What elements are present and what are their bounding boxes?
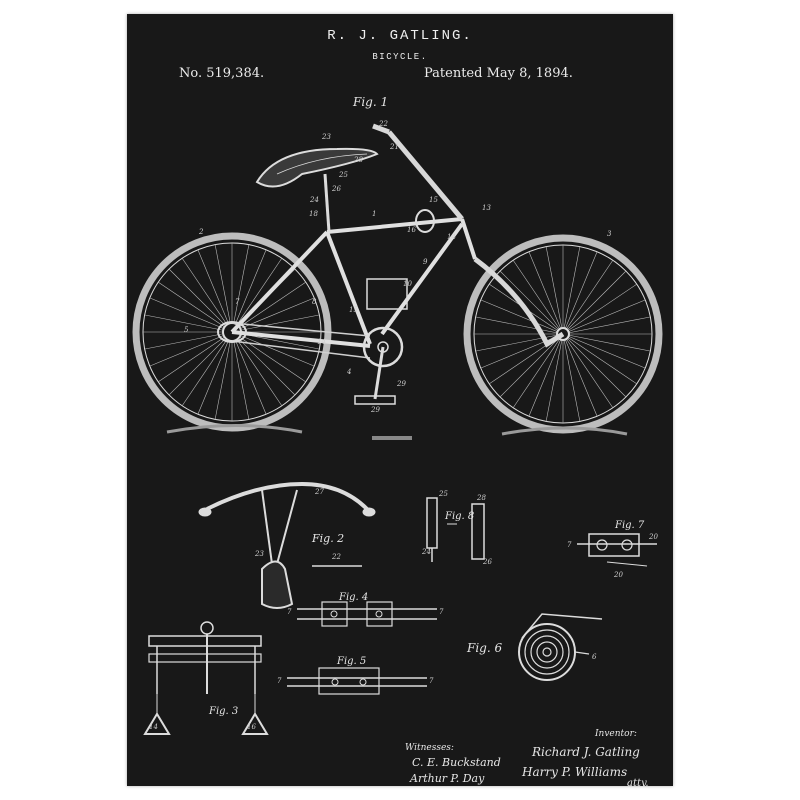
fig8-drawing xyxy=(426,497,485,562)
inventor-signature: Richard J. Gatling xyxy=(531,745,640,759)
svg-text:14: 14 xyxy=(149,723,158,731)
svg-text:13: 13 xyxy=(482,204,491,212)
svg-text:26: 26 xyxy=(482,558,492,566)
svg-text:20: 20 xyxy=(613,571,623,579)
fig7-label: Fig. 7 xyxy=(614,520,645,531)
bicycle-frame xyxy=(230,217,477,348)
subject-heading: BICYCLE. xyxy=(372,52,428,62)
signature-block: Witnesses: C. E. Buckstand Arthur P. Day… xyxy=(405,729,649,786)
svg-text:18: 18 xyxy=(309,210,318,218)
fig5-drawing xyxy=(287,667,427,695)
svg-text:20: 20 xyxy=(648,533,658,541)
fig5-label: Fig. 5 xyxy=(336,656,366,667)
fig1-reference-numbers: 22 23 21 28 25 26 24 18 1 15 13 16 14 2 … xyxy=(184,120,612,414)
svg-text:2: 2 xyxy=(198,228,204,236)
svg-text:15: 15 xyxy=(349,306,358,314)
svg-text:4: 4 xyxy=(346,368,351,376)
svg-text:7: 7 xyxy=(567,541,572,549)
svg-text:7: 7 xyxy=(429,677,434,685)
svg-text:14: 14 xyxy=(317,338,326,346)
svg-text:23: 23 xyxy=(321,133,331,141)
saddle xyxy=(255,147,379,188)
fig2-drawing xyxy=(198,481,376,609)
patent-number: No. 519,384. xyxy=(179,66,265,81)
witness-1-signature: C. E. Buckstand xyxy=(412,756,501,769)
witnesses-label: Witnesses: xyxy=(405,743,454,753)
fig6-label: Fig. 6 xyxy=(466,641,502,655)
svg-text:25: 25 xyxy=(338,171,348,179)
svg-text:7: 7 xyxy=(277,677,282,685)
svg-text:15: 15 xyxy=(429,196,438,204)
svg-text:5: 5 xyxy=(184,326,189,334)
svg-text:27: 27 xyxy=(314,488,324,496)
svg-text:24: 24 xyxy=(421,548,431,556)
svg-text:7: 7 xyxy=(235,298,240,306)
fig6-drawing xyxy=(518,613,603,681)
svg-text:29: 29 xyxy=(396,380,406,388)
pedal xyxy=(354,395,396,405)
attorney-signature: Harry P. Williams xyxy=(521,765,627,779)
patent-drawing: Fig. 1 xyxy=(132,95,663,786)
svg-text:1: 1 xyxy=(372,210,376,218)
fig1-label: Fig. 1 xyxy=(352,95,388,109)
svg-text:28: 28 xyxy=(476,494,486,502)
patent-poster: R. J. GATLING. BICYCLE. No. 519,384. Pat… xyxy=(127,14,673,786)
svg-text:22: 22 xyxy=(378,120,388,128)
svg-text:7: 7 xyxy=(287,608,292,616)
svg-text:6: 6 xyxy=(592,653,597,661)
svg-text:14: 14 xyxy=(447,233,456,241)
fig4-label: Fig. 4 xyxy=(338,592,368,603)
inventor-heading: R. J. GATLING. xyxy=(327,28,473,44)
witness-2-signature: Arthur P. Day xyxy=(409,772,485,785)
chainring xyxy=(362,326,404,368)
fig3-drawing xyxy=(143,621,269,735)
patent-date: Patented May 8, 1894. xyxy=(424,66,573,81)
fig4-drawing xyxy=(297,601,437,627)
fig3-label: Fig. 3 xyxy=(208,706,238,717)
svg-text:8: 8 xyxy=(312,298,317,306)
svg-text:29: 29 xyxy=(370,406,380,414)
attorney-suffix: atty. xyxy=(627,778,649,786)
svg-text:16: 16 xyxy=(247,723,256,731)
bicycle-figure xyxy=(132,123,663,440)
inventor-label: Inventor: xyxy=(594,729,637,739)
fig2-label: Fig. 2 xyxy=(311,532,344,545)
svg-text:3: 3 xyxy=(607,230,612,238)
fig8-label: Fig. 8 xyxy=(444,511,474,522)
svg-text:16: 16 xyxy=(407,226,416,234)
svg-text:26: 26 xyxy=(331,185,341,193)
svg-text:22: 22 xyxy=(331,553,341,561)
svg-text:9: 9 xyxy=(423,258,428,266)
svg-text:28: 28 xyxy=(353,156,363,164)
svg-text:10: 10 xyxy=(403,280,412,288)
svg-text:24: 24 xyxy=(309,196,319,204)
svg-text:7: 7 xyxy=(439,608,444,616)
svg-text:25: 25 xyxy=(438,490,448,498)
svg-text:23: 23 xyxy=(254,550,264,558)
svg-text:21: 21 xyxy=(389,143,399,151)
fig7-drawing xyxy=(577,533,657,567)
